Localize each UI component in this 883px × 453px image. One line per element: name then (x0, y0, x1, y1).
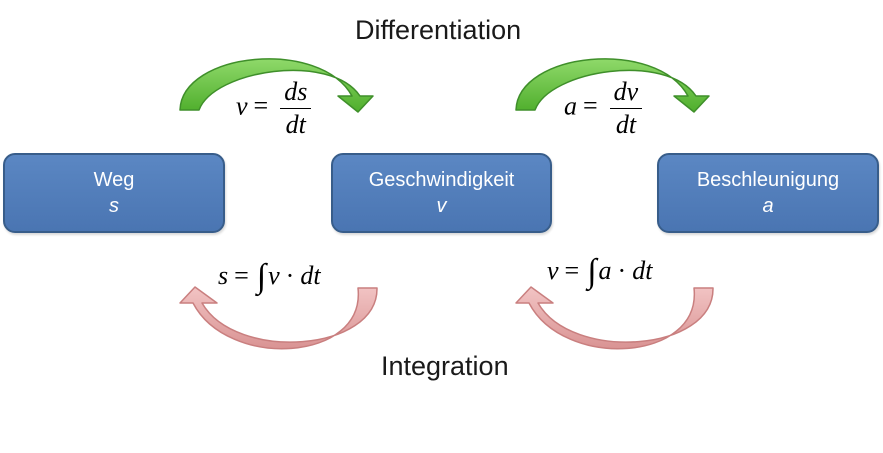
integration-arrow-right (515, 286, 714, 350)
formula-differential: dt (632, 256, 653, 285)
integral-sign: ∫ (256, 258, 267, 295)
formula-dot: · (617, 256, 627, 285)
differentiation-arrow-right (515, 58, 710, 113)
formula-lhs: v (236, 91, 248, 121)
box-weg: Weg s (3, 153, 225, 233)
differentiation-arrow-left (179, 58, 374, 113)
integration-arrow-left (179, 286, 378, 350)
box-geschwindigkeit: Geschwindigkeit v (331, 153, 552, 233)
formula-equals: = (253, 91, 269, 121)
formula-dot: · (285, 261, 295, 290)
formula-equals: = (564, 256, 580, 285)
box-geschwindigkeit-name: Geschwindigkeit (368, 169, 515, 191)
formula-differential: dt (300, 261, 321, 290)
formula-numerator: ds (280, 78, 312, 109)
formula-numerator: dv (609, 78, 643, 109)
formula-lhs: a (564, 91, 577, 121)
formula-denominator: dt (615, 110, 637, 139)
box-beschleunigung: Beschleunigung a (657, 153, 879, 233)
box-geschwindigkeit-symbol: v (436, 195, 447, 217)
box-weg-name: Weg (93, 169, 135, 191)
formula-s-equals-integral-v-dt: s=∫v·dt (218, 255, 321, 295)
box-beschleunigung-name: Beschleunigung (696, 169, 840, 191)
formula-integrand: a (598, 256, 612, 285)
integration-label: Integration (381, 351, 509, 381)
formula-v-equals-integral-a-dt: v=∫a·dt (547, 250, 653, 290)
formula-integrand: v (268, 261, 280, 290)
formula-equals: = (583, 91, 598, 121)
integral-sign: ∫ (587, 253, 597, 290)
formula-denominator: dt (285, 110, 306, 139)
formula-equals: = (234, 261, 249, 290)
box-beschleunigung-symbol: a (762, 195, 774, 217)
differentiation-label: Differentiation (355, 15, 522, 45)
formula-lhs: v (547, 256, 559, 285)
formula-lhs: s (218, 261, 229, 290)
box-weg-symbol: s (109, 195, 119, 217)
